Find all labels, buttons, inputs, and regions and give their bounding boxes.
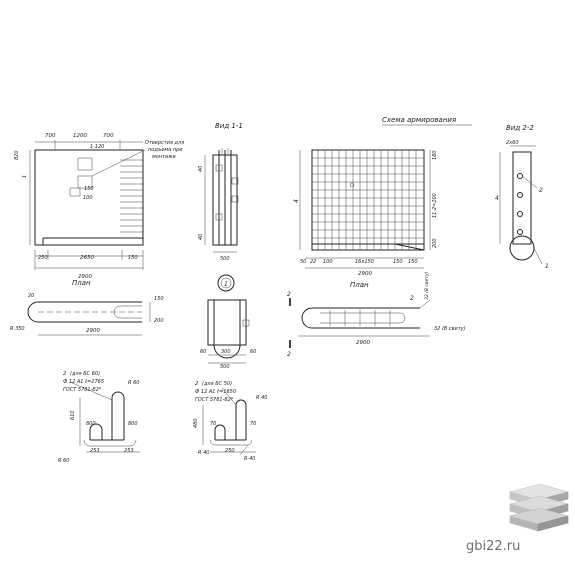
dim-2900-plan: 2900 <box>86 328 100 334</box>
stacked-slabs-icon <box>508 483 570 532</box>
dim-253-b: 253 <box>124 448 134 454</box>
dim-40-v1: 40 <box>198 166 204 172</box>
dim-r60-a: R 60 <box>128 380 139 386</box>
dim-50-s: 50 <box>300 259 306 265</box>
dim-200-plan: 200 <box>154 318 164 324</box>
pos-2-cut-bottom: 2 <box>287 351 291 358</box>
dim-100-s: 100 <box>323 259 333 265</box>
dim-16x150: 16х150 <box>355 259 374 265</box>
dim-40-v1b: 40 <box>198 234 204 240</box>
bc60-gost: ГОСТ 5781-82* <box>63 387 102 393</box>
note-openings-3: монтаже <box>152 154 176 160</box>
bc60-type: (для БС 60) <box>70 371 100 377</box>
section-marker <box>217 274 235 292</box>
plan-right <box>289 298 431 348</box>
dim-130: 180 <box>432 150 438 160</box>
dim-150-elev: 150 <box>84 186 94 192</box>
dim-610: 610 <box>70 410 76 420</box>
dim-h-scheme: 4 <box>293 199 300 203</box>
dim-380-cs: 300 <box>221 349 231 355</box>
bc60-pos: 2 <box>63 371 67 377</box>
dim-r40-b: R 40 <box>198 450 209 456</box>
dim-820: 820 <box>14 150 20 160</box>
dim-700-left: 700 <box>45 133 56 139</box>
pos-1-view22: 1 <box>545 263 549 270</box>
dim-150-s: 150 <box>393 259 403 265</box>
dim-100-elev: 100 <box>83 195 93 201</box>
dim-253-a: 253 <box>90 448 100 454</box>
dim-r40-c: R 40 <box>244 456 255 462</box>
title-plan-left: План <box>72 279 91 287</box>
title-view-2-2: Вид 2-2 <box>506 124 534 132</box>
bc60-spec: Ф 12 А1 ℓ=2765 <box>63 379 104 385</box>
rebar-detail-bc60 <box>69 381 140 453</box>
bc50-type: (для БС 50) <box>202 381 232 387</box>
bc50-pos: 2 <box>195 381 199 387</box>
view-1-1 <box>204 148 239 253</box>
dim-160-s: 150 <box>408 259 418 265</box>
dim-800: 800 <box>86 421 96 427</box>
dim-150-right: 150 <box>128 255 138 261</box>
dim-500: 500 <box>220 256 230 262</box>
dim-480: 480 <box>193 418 199 428</box>
dim-r350-plan: R 350 <box>10 326 25 332</box>
dim-22-s: 22 <box>310 259 316 265</box>
dim-1200: 1200 <box>73 133 87 139</box>
dim-r60-b: R 60 <box>58 458 69 464</box>
dim-h: 1 <box>22 175 28 178</box>
dim-160-plan: 150 <box>154 296 164 302</box>
cross-section <box>207 299 250 364</box>
title-scheme: Схема армирования <box>382 116 456 124</box>
pos-2-plan-r: 2 <box>410 295 414 302</box>
note-clear-top: 32 (В свету) <box>424 271 430 300</box>
view-2-2 <box>499 145 543 265</box>
dim-2900-plan-r: 2900 <box>356 340 370 346</box>
bc50-spec: Ф 12 А1 ℓ=1650 <box>195 389 236 395</box>
front-elevation <box>29 140 146 270</box>
dim-2650: 2650 <box>80 255 94 261</box>
dim-700-right: 700 <box>103 133 114 139</box>
dim-800-b: 800 <box>128 421 138 427</box>
dim-2x60-a: 2х60 <box>506 140 519 146</box>
dim-70-a: 70 <box>210 421 216 427</box>
hatch-region <box>120 159 143 233</box>
note-clear-bottom: 32 (В свету) <box>434 326 466 332</box>
dim-r-plan: 20 <box>28 293 34 299</box>
dim-60-cs-right: 60 <box>250 349 256 355</box>
watermark-text: gbi22.ru <box>466 539 521 554</box>
dim-500-cs: 500 <box>220 364 230 370</box>
dim-200-s: 200 <box>432 238 438 248</box>
dim-250: 250 <box>38 255 48 261</box>
dim-70-b: 70 <box>250 421 256 427</box>
note-openings-1: Отверстия для <box>145 140 184 146</box>
dim-2900-elev: 2900 <box>78 274 92 280</box>
rebar-detail-bc50 <box>202 387 256 456</box>
rebar-mesh <box>299 149 431 269</box>
bc50-gost: ГОСТ 5781-82* <box>195 397 234 403</box>
pos-2-view22: 2 <box>539 187 543 194</box>
dim-2900-scheme: 2900 <box>358 271 372 277</box>
title-view-1-1: Вид 1-1 <box>215 122 243 130</box>
dim-r40-a: R 40 <box>256 395 267 401</box>
dim-250-bc50: 250 <box>225 448 235 454</box>
dim-60-cs: 60 <box>200 349 206 355</box>
pos-2-cut-top: 2 <box>287 291 291 298</box>
title-plan-right: План <box>350 281 369 289</box>
dim-1x120: 1·120 <box>90 144 104 150</box>
dim-h-22: 4 <box>495 195 499 202</box>
plan-left <box>27 301 151 336</box>
section-marker-label: 1 <box>224 281 228 288</box>
dim-11x200: 11·2=200 <box>432 193 438 218</box>
note-openings-2: подъема при <box>148 147 183 153</box>
